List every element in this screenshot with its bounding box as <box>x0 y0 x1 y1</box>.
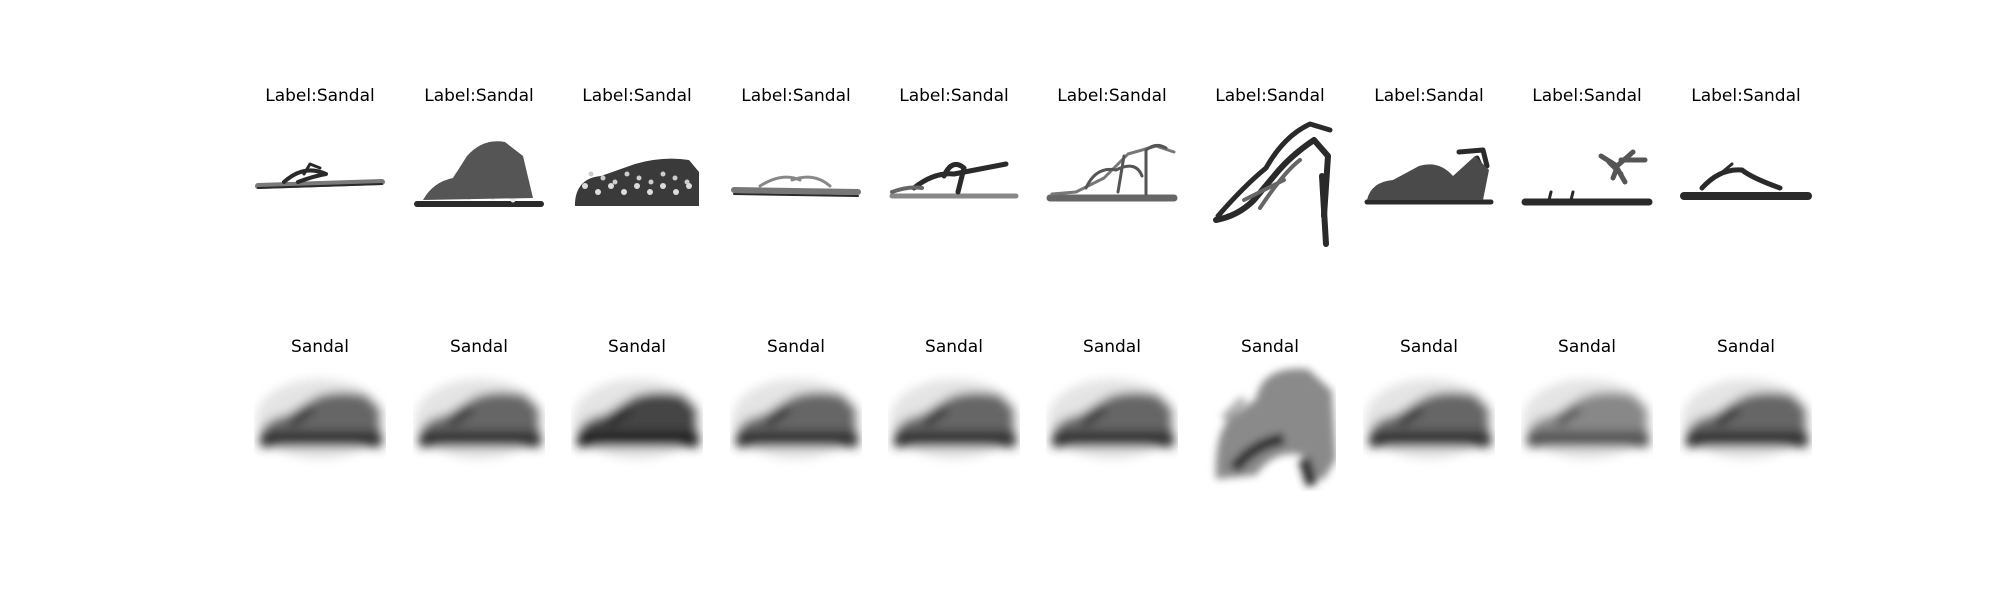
reconstruction-panel-title: Sandal <box>1241 337 1299 357</box>
sandal-image <box>414 141 544 207</box>
sandal-image <box>1521 149 1653 206</box>
input-panel-title: Label:Sandal <box>1057 86 1167 106</box>
reconstructed-image <box>1365 379 1493 459</box>
sandal-image <box>1364 147 1494 205</box>
reconstruction-panel-title: Sandal <box>1558 337 1616 357</box>
sandal-image <box>1213 121 1333 247</box>
reconstruction-panel-title: Sandal <box>1083 337 1141 357</box>
input-panel-title: Label:Sandal <box>1532 86 1642 106</box>
input-panel-title: Label:Sandal <box>1215 86 1325 106</box>
reconstruction-panel-title: Sandal <box>1717 337 1775 357</box>
reconstruction-panel-title: Sandal <box>925 337 983 357</box>
reconstruction-panel-title: Sandal <box>608 337 666 357</box>
input-panel-title: Label:Sandal <box>265 86 375 106</box>
input-panel-title: Label:Sandal <box>899 86 1009 106</box>
sandal-image <box>255 162 385 189</box>
sandal-image <box>1046 143 1178 202</box>
reconstructed-image <box>732 379 860 459</box>
reconstruction-panel-title: Sandal <box>450 337 508 357</box>
reconstructed-image <box>1523 379 1651 459</box>
input-panel-title: Label:Sandal <box>741 86 851 106</box>
sandal-image <box>889 161 1019 199</box>
input-panel-title: Label:Sandal <box>1374 86 1484 106</box>
reconstructed-image <box>415 379 543 459</box>
reconstructed-image <box>573 379 701 459</box>
reconstructed-image <box>1048 379 1176 459</box>
input-panel-title: Label:Sandal <box>582 86 692 106</box>
reconstruction-panel-title: Sandal <box>291 337 349 357</box>
reconstruction-panel-title: Sandal <box>1400 337 1458 357</box>
reconstructed-image <box>890 379 1018 459</box>
sandal-image <box>731 175 861 197</box>
sandal-image <box>1680 162 1812 200</box>
reconstructed-image <box>1682 379 1810 459</box>
sandal-image <box>575 158 699 206</box>
reconstruction-panel-title: Sandal <box>767 337 825 357</box>
reconstructed-image <box>256 379 384 459</box>
reconstructed-image <box>1215 368 1336 487</box>
input-panel-title: Label:Sandal <box>424 86 534 106</box>
input-panel-title: Label:Sandal <box>1691 86 1801 106</box>
